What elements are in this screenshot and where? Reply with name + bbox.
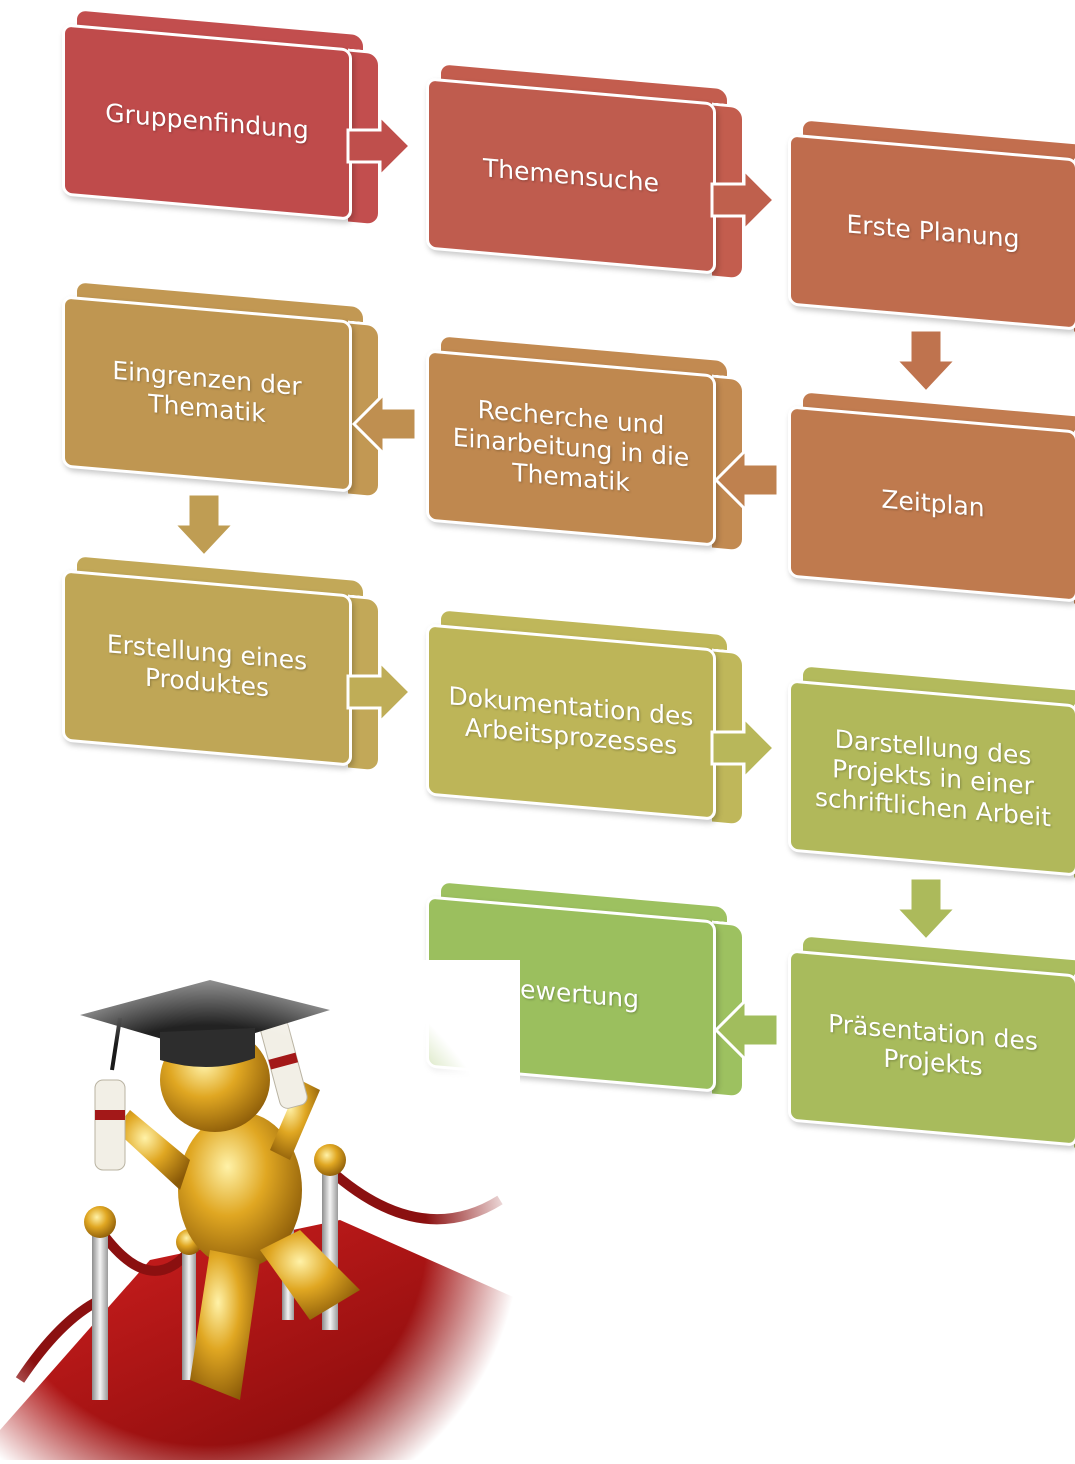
- arrow-shape: [346, 112, 413, 180]
- arrow-shape: [710, 166, 777, 234]
- arrow-down-icon: [170, 490, 240, 560]
- box-face: Gruppenfindung: [62, 23, 352, 221]
- step-label: Erste Planung: [846, 209, 1020, 254]
- step-label: Erstellung eines Produktes: [106, 629, 308, 703]
- step-label: Recherche und Einarbeitung in die Themat…: [452, 394, 690, 498]
- arrow-shape: [170, 492, 238, 559]
- box-face: Eingrenzen der Thematik: [62, 295, 352, 493]
- box-face: Erstellung eines Produktes: [62, 569, 352, 767]
- arrow-shape: [713, 446, 780, 514]
- step-label: Eingrenzen der Thematik: [112, 355, 302, 429]
- arrow-right-icon: [344, 112, 414, 182]
- step-label: Themensuche: [483, 153, 659, 198]
- arrow-shape: [892, 328, 960, 395]
- arrow-shape: [892, 876, 960, 943]
- step-label: Präsentation des Projekts: [828, 1008, 1038, 1082]
- step-label: Zeitplan: [881, 484, 985, 523]
- step-box-erste-planung: Erste Planung: [788, 117, 1075, 346]
- arrow-shape: [713, 996, 780, 1064]
- step-box-dokumentation: Dokumentation des Arbeitsprozesses: [426, 607, 746, 836]
- box-face: Recherche und Einarbeitung in die Themat…: [426, 349, 716, 547]
- arrow-left-icon: [712, 996, 782, 1066]
- step-box-praesentation: Präsentation des Projekts: [788, 933, 1075, 1162]
- arrow-left-icon: [712, 446, 782, 516]
- box-face: Darstellung des Projekts in einer schrif…: [788, 679, 1075, 877]
- step-label: Darstellung des Projekts in einer schrif…: [814, 724, 1052, 833]
- box-face: Dokumentation des Arbeitsprozesses: [426, 623, 716, 821]
- box-face: Themensuche: [426, 77, 716, 275]
- vignette: [0, 960, 520, 1460]
- step-box-eingrenzen: Eingrenzen der Thematik: [62, 279, 382, 508]
- step-box-gruppenfindung: Gruppenfindung: [62, 7, 382, 236]
- step-box-zeitplan: Zeitplan: [788, 389, 1075, 618]
- arrow-right-icon: [708, 714, 778, 784]
- step-label: Dokumentation des Arbeitsprozesses: [448, 681, 694, 761]
- step-box-erstellung: Erstellung eines Produktes: [62, 553, 382, 782]
- arrow-right-icon: [708, 166, 778, 236]
- box-face: Zeitplan: [788, 405, 1075, 603]
- box-face: Erste Planung: [788, 133, 1075, 331]
- step-box-darstellung: Darstellung des Projekts in einer schrif…: [788, 663, 1075, 892]
- arrow-down-icon: [892, 874, 962, 944]
- arrow-down-icon: [892, 326, 962, 396]
- step-box-themensuche: Themensuche: [426, 61, 746, 290]
- arrow-shape: [710, 714, 777, 782]
- box-face: Präsentation des Projekts: [788, 949, 1075, 1147]
- step-box-recherche: Recherche und Einarbeitung in die Themat…: [426, 333, 746, 562]
- graduate-figure-icon: [0, 960, 520, 1460]
- arrow-shape: [346, 658, 413, 726]
- arrow-shape: [351, 390, 418, 458]
- step-label: Bewertung: [503, 973, 639, 1014]
- step-label: Gruppenfindung: [105, 98, 309, 145]
- arrow-right-icon: [344, 658, 414, 728]
- arrow-left-icon: [350, 390, 420, 460]
- graduate-red-carpet-illustration: [0, 960, 520, 1464]
